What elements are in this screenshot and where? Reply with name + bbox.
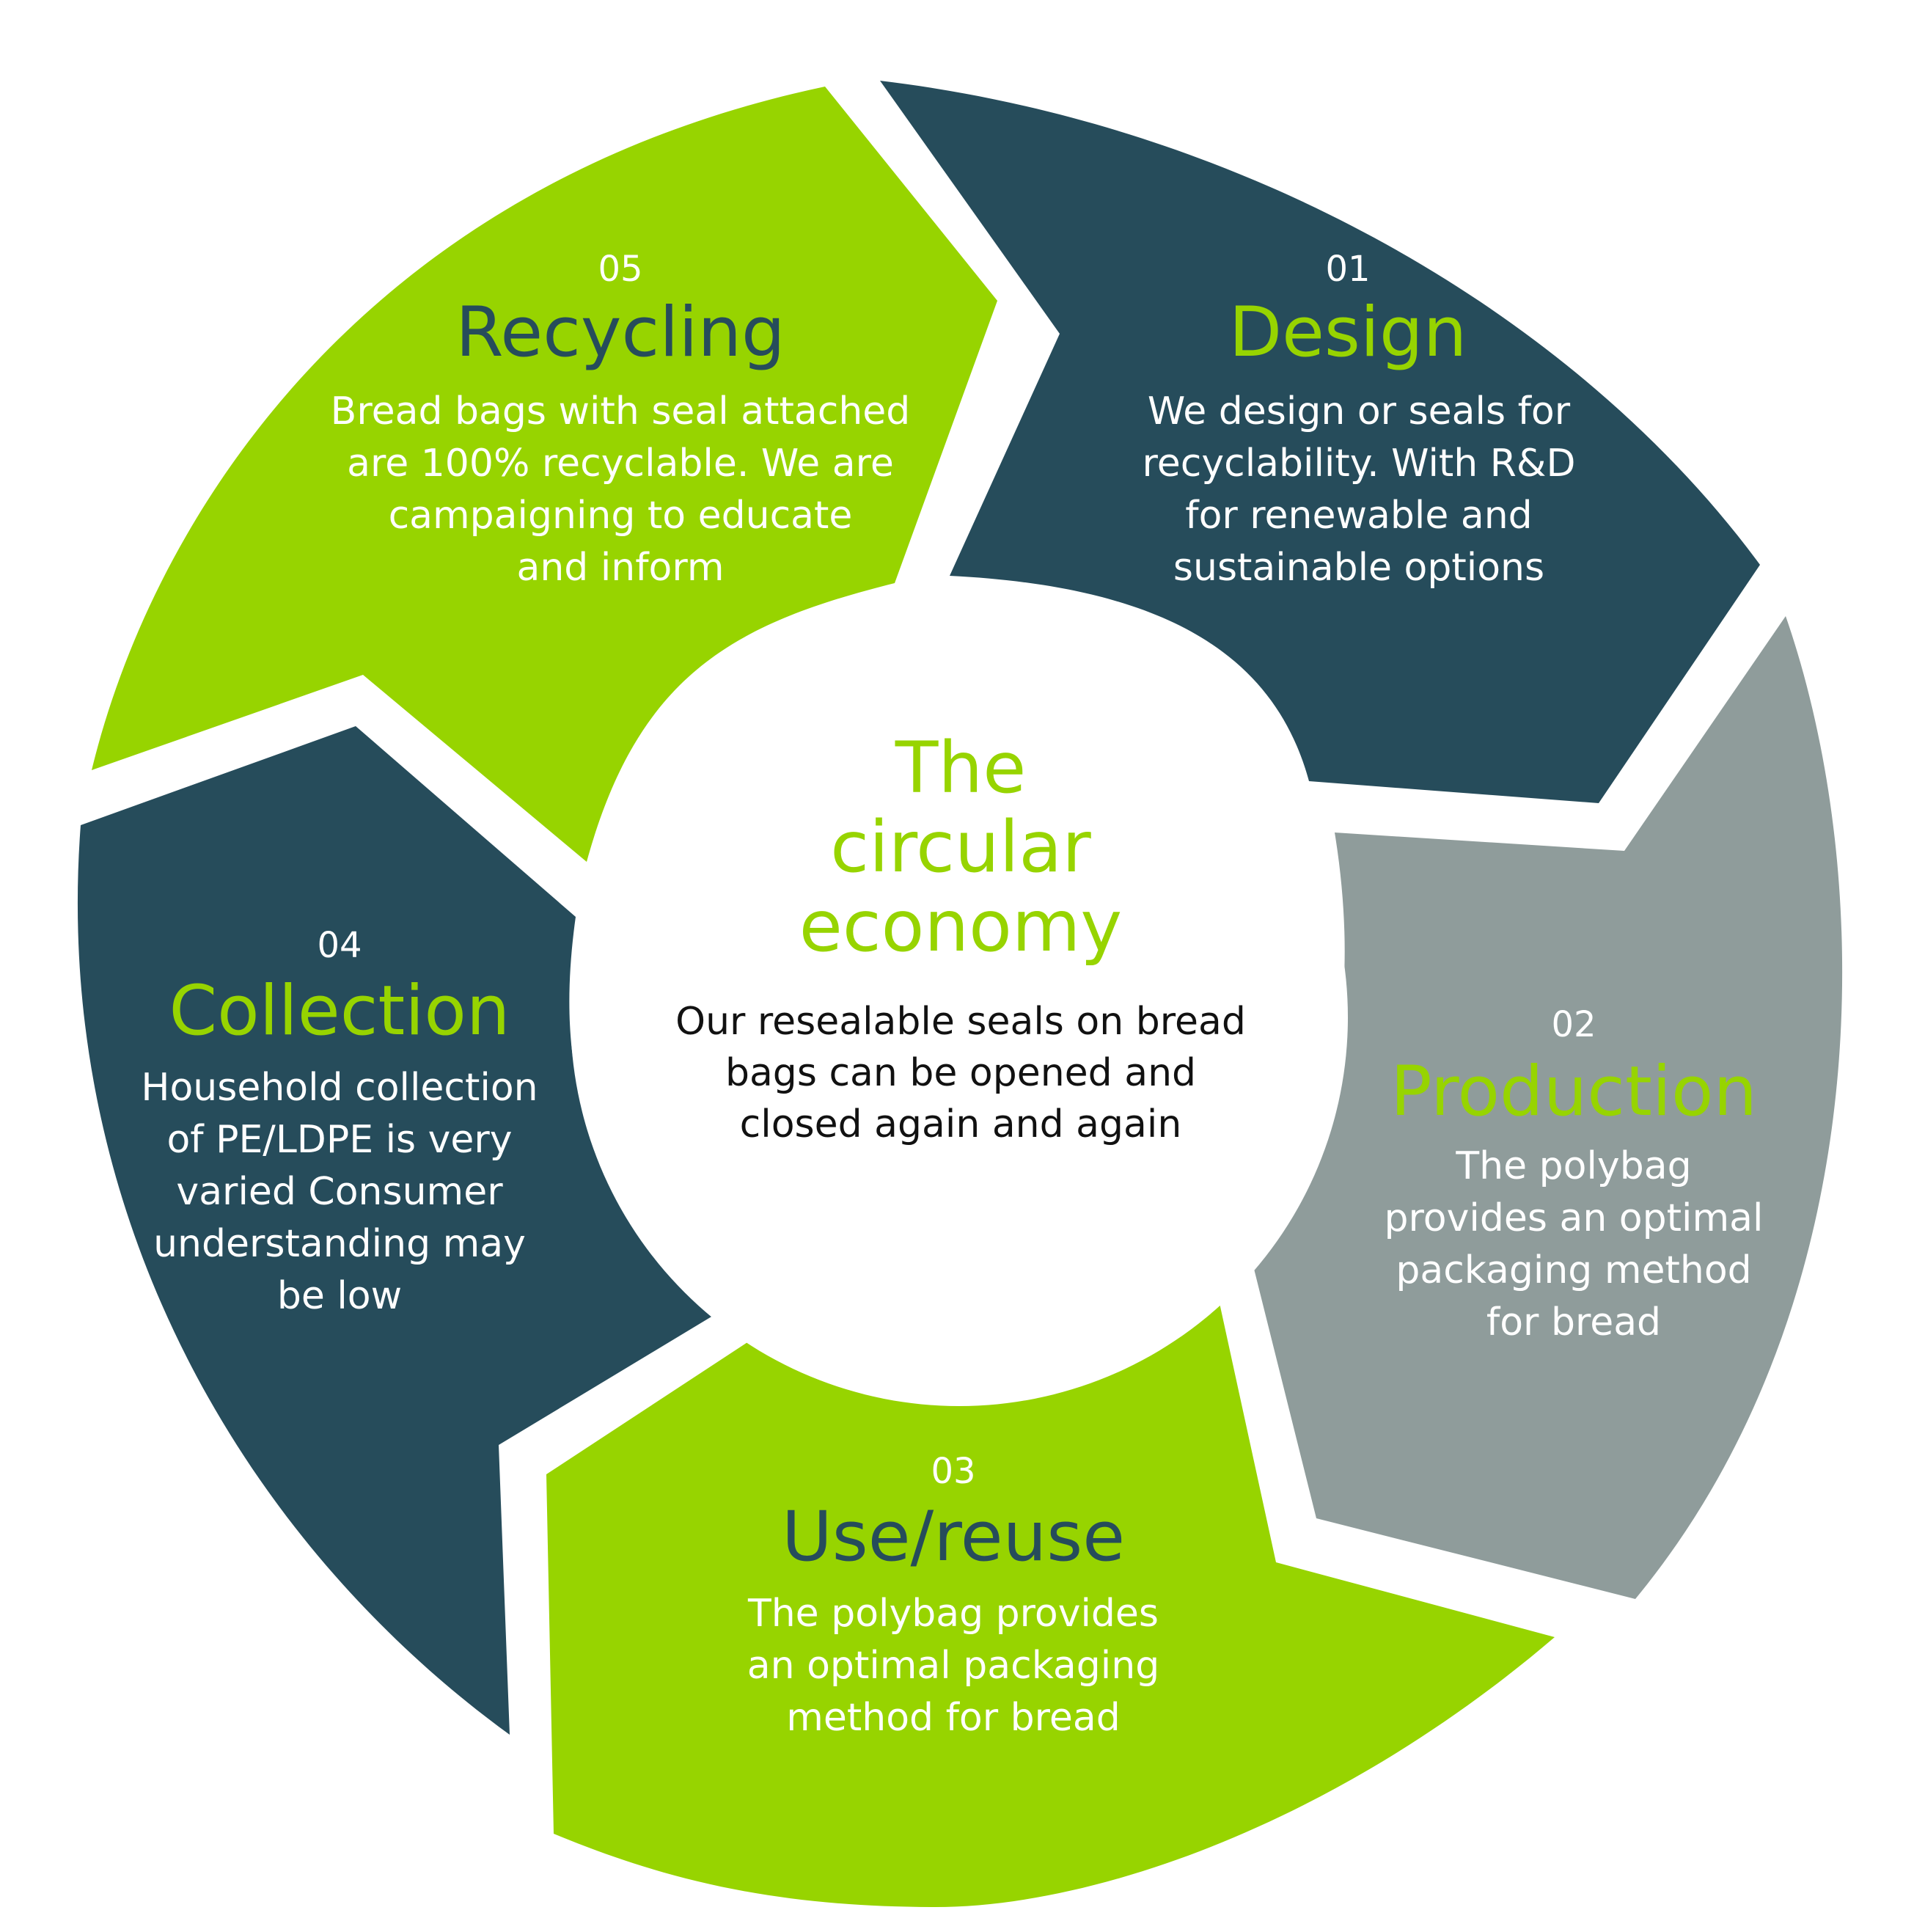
center-title-line-1: The <box>895 727 1027 809</box>
center-circle <box>571 629 1348 1406</box>
step-body-line: campaigning to educate <box>389 494 853 538</box>
step-body-line: recyclability. With R&D <box>1143 442 1576 486</box>
step-design: 01 Design We design or seals for recycla… <box>1143 249 1576 590</box>
segment-design[interactable] <box>880 81 1760 803</box>
step-title: Use/reuse <box>782 1497 1125 1577</box>
step-body-line: varied Consumer <box>176 1170 503 1214</box>
step-number: 01 <box>1325 249 1370 290</box>
segment-recycling[interactable] <box>92 87 997 862</box>
step-number: 02 <box>1551 1004 1596 1045</box>
step-recycling: 05 Recycling Bread bags with seal attach… <box>331 249 911 590</box>
step-body-line: be low <box>277 1274 402 1318</box>
step-body-line: The polybag provides <box>747 1592 1159 1636</box>
step-use-reuse: 03 Use/reuse The polybag provides an opt… <box>747 1451 1159 1740</box>
center-text: The circular economy Our resealable seal… <box>675 727 1246 1146</box>
step-number: 04 <box>317 925 362 966</box>
step-production: 02 Production The polybag provides an op… <box>1385 1004 1764 1344</box>
step-body-line: and inform <box>516 546 724 590</box>
center-title-line-3: economy <box>799 885 1122 967</box>
segment-production[interactable] <box>1247 616 1843 1599</box>
center-body-line-1: Our resealable seals on bread <box>675 1000 1246 1044</box>
step-title: Production <box>1390 1052 1757 1132</box>
step-body-line: understanding may <box>153 1222 526 1266</box>
center-title-line-2: circular <box>830 806 1091 888</box>
segment-use-reuse[interactable] <box>546 1276 1555 1907</box>
step-body-line: The polybag <box>1455 1144 1691 1188</box>
step-body-line: for bread <box>1486 1300 1661 1344</box>
step-body-line: We design or seals for <box>1148 389 1571 433</box>
step-body-line: of PE/LDPE is very <box>166 1118 512 1162</box>
step-collection: 04 Collection Household collection of PE… <box>141 925 538 1318</box>
segment-collection[interactable] <box>77 726 748 1735</box>
step-number: 03 <box>931 1451 975 1492</box>
step-title: Collection <box>169 971 510 1051</box>
step-body-line: Household collection <box>141 1066 538 1110</box>
step-body-line: an optimal packaging <box>747 1644 1159 1688</box>
step-body-line: packaging method <box>1396 1248 1751 1292</box>
step-body-line: are 100% recyclable. We are <box>347 442 894 486</box>
step-body-line: method for bread <box>786 1696 1120 1740</box>
step-body-line: Bread bags with seal attached <box>331 389 911 433</box>
center-body-line-2: bags can be opened and <box>725 1051 1196 1095</box>
step-body-line: provides an optimal <box>1385 1196 1764 1240</box>
step-title: Recycling <box>455 293 785 373</box>
step-body-line: sustainable options <box>1173 546 1544 590</box>
step-number: 05 <box>598 249 642 290</box>
step-body-line: for renewable and <box>1185 494 1532 538</box>
center-body-line-3: closed again and again <box>740 1102 1182 1146</box>
step-title: Design <box>1229 293 1467 373</box>
